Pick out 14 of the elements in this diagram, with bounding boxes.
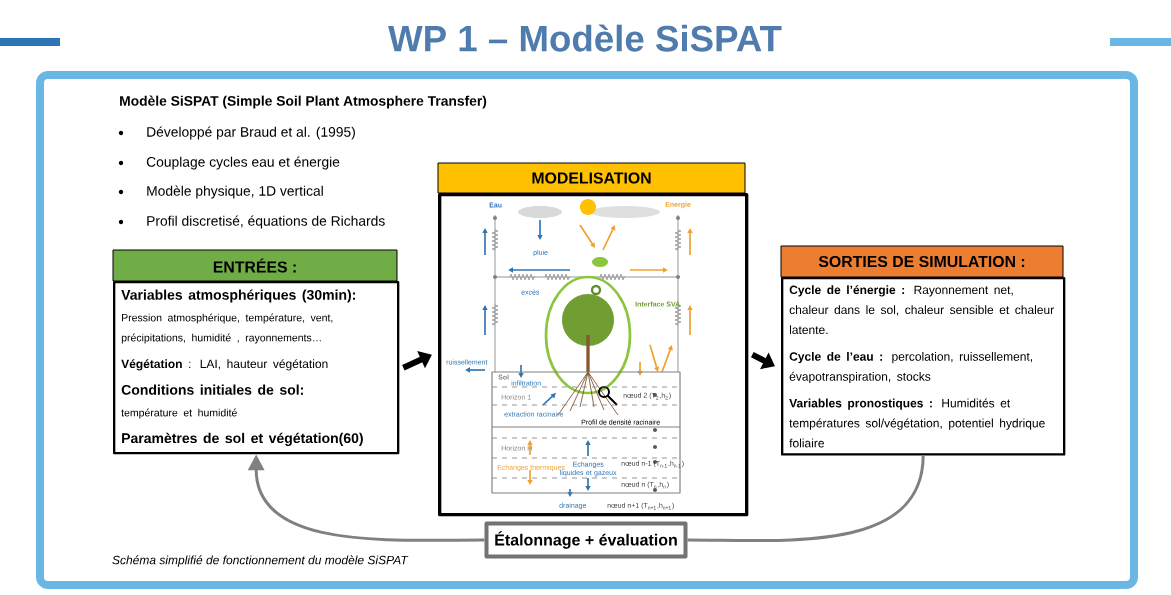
heading: Modèle SiSPAT (Simple Soil Plant Atmosphere Transfer) (120, 95, 487, 109)
bullet-item: Modèle physique, 1D vertical (147, 185, 323, 199)
block-arrow (402, 351, 432, 371)
bullet-item: Couplage cycles eau et énergie (146, 156, 340, 170)
node-label: SORTIES DE SIMULATION : (818, 255, 1025, 268)
node-label: ENTRÉES : (213, 258, 296, 273)
title: WP 1 – Modèle SiSPAT (388, 24, 782, 52)
bullet-item: Profil discretisé, équations de Richards (147, 215, 385, 229)
node-label: MODELISATION (532, 172, 651, 184)
input-box: ENTRÉES : Variables atmosphériques (30min): Pression atmosphérique, température, vent, précipitations, humidité , rayonnements… Végétation : LAI, hauteur végétation Conditions initiales de sol: température et humidité Paramètres de sol et végétation(60) (112, 249, 400, 455)
bullet-item: Développé par Braud et al. (1995) (147, 126, 355, 140)
result-box: Étalonnage + évaluation (484, 521, 688, 559)
output-box: SORTIES DE SIMULATION : Cycle de l’énergie : Rayonnement net, chaleur dans le sol, chaleur sensible et chaleur latente. Cycle de l’eau : percolation, ruissellement, évapotranspiration, stocks Variables pronostiques : Humidités et températures sol/végétation, potentiel hydrique foliaire (780, 245, 1066, 456)
caption: Schéma simplifié de fonctionnement du modèle SiSPAT (112, 555, 409, 567)
